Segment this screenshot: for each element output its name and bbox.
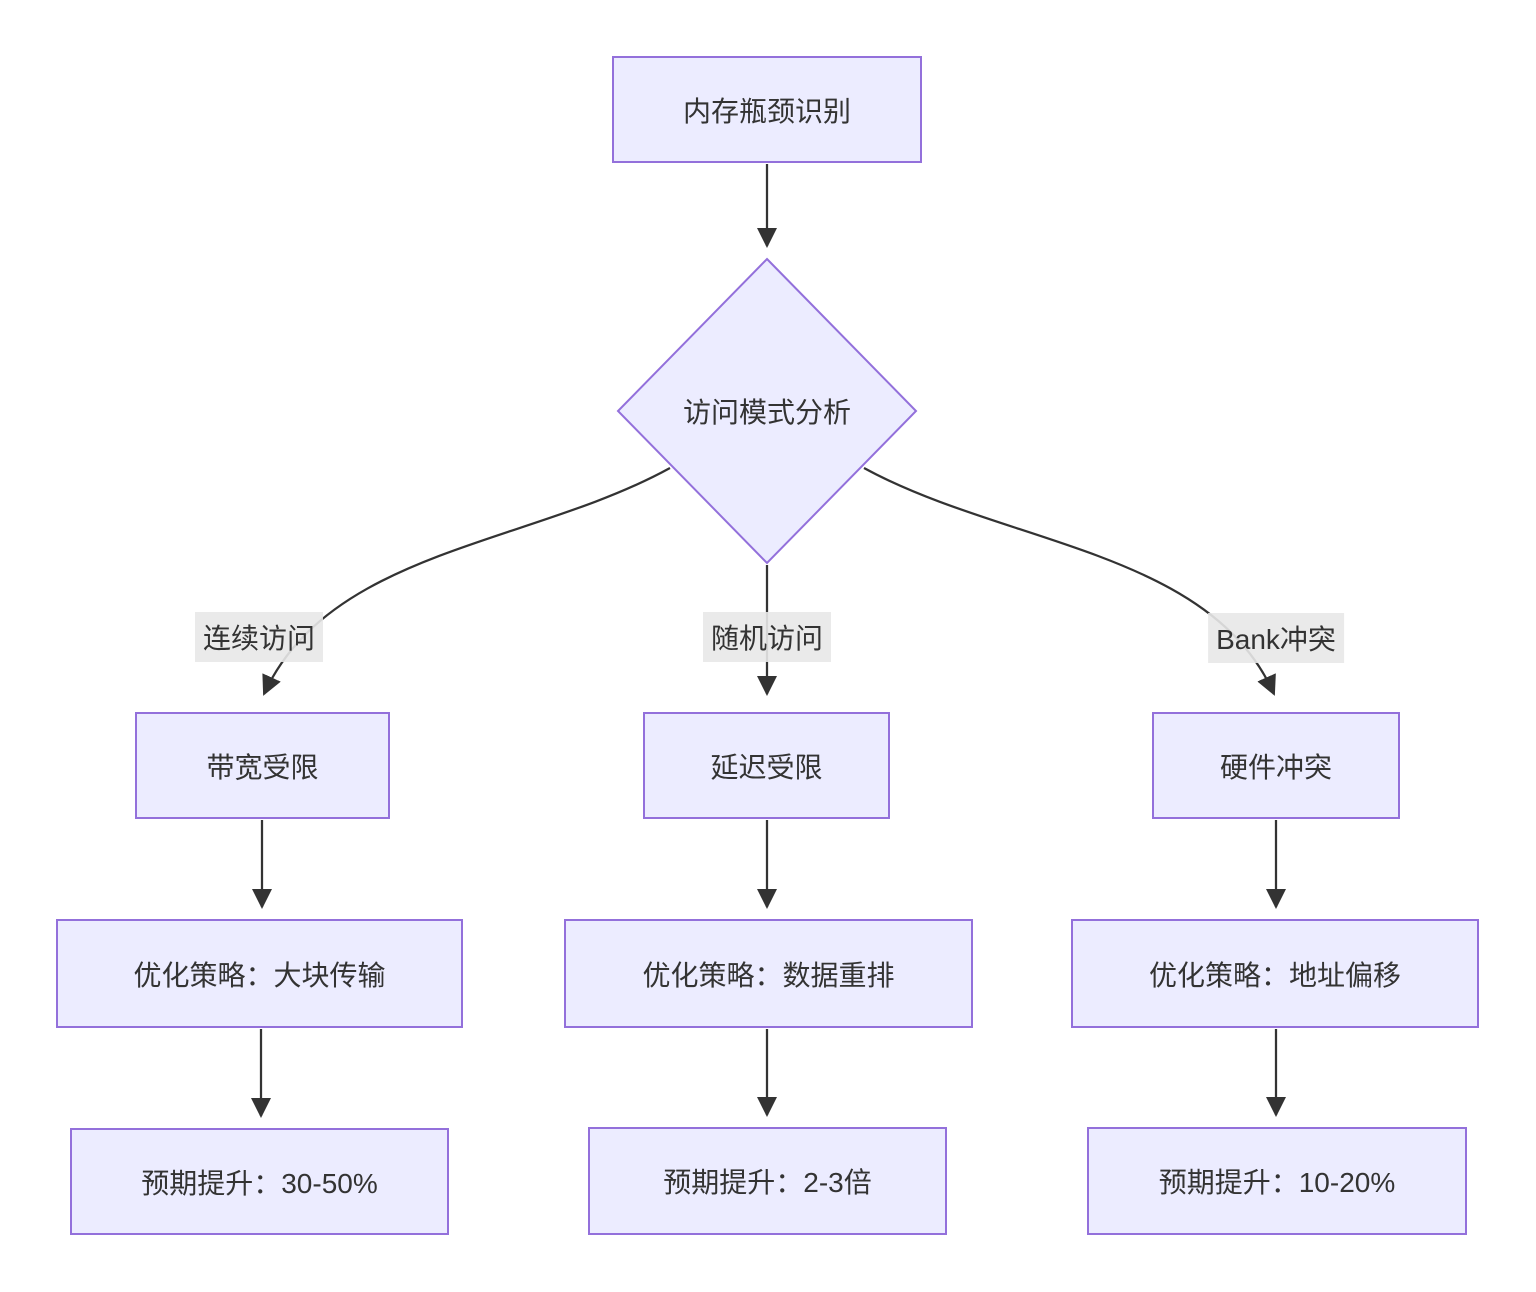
node-memory-bottleneck: 内存瓶颈识别 [612,56,922,163]
node-gain-30-50-percent: 预期提升：30-50% [70,1128,449,1235]
node-latency-limited: 延迟受限 [643,712,890,819]
edge-label-sequential-access: 连续访问 [194,612,324,662]
edge-label-random-access: 随机访问 [702,612,832,662]
node-strategy-address-offset: 优化策略：地址偏移 [1071,919,1479,1028]
node-strategy-bulk-transfer: 优化策略：大块传输 [56,919,463,1028]
edge-label-bank-conflict: Bank冲突 [1208,613,1344,663]
node-gain-2-3x: 预期提升：2-3倍 [588,1127,947,1235]
node-access-pattern-analysis: 访问模式分析 [682,397,852,428]
decision-diamond-shape [616,257,918,565]
node-strategy-data-reorder: 优化策略：数据重排 [564,919,973,1028]
node-bandwidth-limited: 带宽受限 [135,712,390,819]
edge-decision-to-bandwidth [262,467,671,696]
node-gain-10-20-percent: 预期提升：10-20% [1087,1127,1467,1235]
node-hardware-conflict: 硬件冲突 [1152,712,1400,819]
